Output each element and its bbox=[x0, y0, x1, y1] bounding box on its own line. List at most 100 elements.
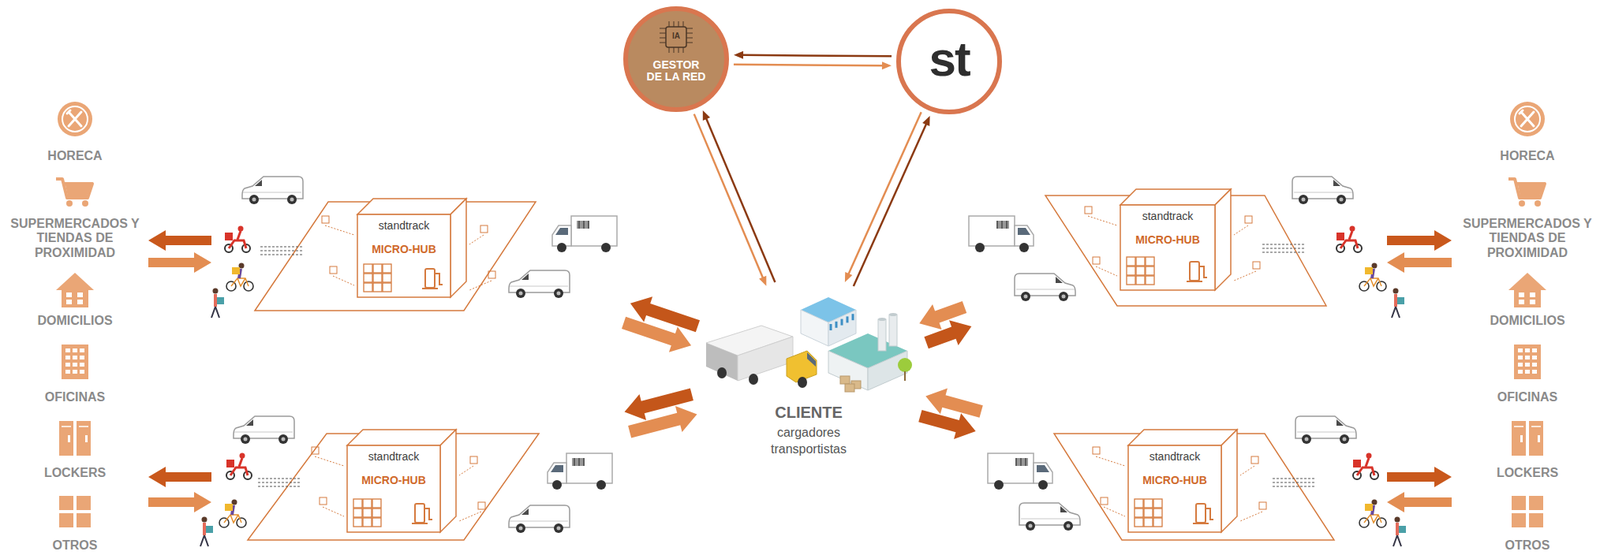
decor-shape bbox=[213, 288, 219, 295]
arrow-back bbox=[918, 410, 976, 440]
dock-lines bbox=[1272, 478, 1316, 487]
decor-shape bbox=[260, 250, 304, 251]
decor-shape bbox=[1084, 206, 1092, 214]
logo-text: st bbox=[895, 29, 1003, 89]
decor-shape bbox=[254, 179, 262, 187]
decor-shape bbox=[515, 288, 526, 299]
decor-shape bbox=[889, 313, 898, 317]
inbound-arrow bbox=[1386, 252, 1452, 273]
decor-shape bbox=[553, 523, 564, 534]
scooter-figure bbox=[226, 453, 252, 481]
decor-shape bbox=[583, 220, 585, 229]
decor-shape bbox=[1272, 485, 1316, 487]
decor-shape bbox=[76, 496, 91, 511]
arrow-back bbox=[630, 296, 700, 333]
decor-shape bbox=[578, 220, 580, 229]
bike-figure bbox=[219, 500, 247, 529]
chip-icon bbox=[659, 21, 693, 53]
category-label: DOMICILIOS bbox=[1456, 314, 1599, 329]
locker-grid bbox=[363, 264, 392, 292]
decor-shape bbox=[1153, 518, 1163, 528]
van-figure bbox=[1019, 503, 1081, 531]
decor-shape bbox=[659, 28, 666, 30]
decor-shape bbox=[678, 21, 680, 27]
decor-shape bbox=[1517, 355, 1523, 360]
decor-shape bbox=[1019, 242, 1029, 253]
decor-shape bbox=[1336, 232, 1345, 241]
decor-shape bbox=[382, 283, 392, 292]
decor-shape bbox=[1060, 506, 1068, 513]
decor-shape bbox=[1134, 499, 1144, 509]
decor-shape bbox=[243, 437, 248, 442]
decor-shape bbox=[56, 179, 93, 199]
decor-shape bbox=[424, 508, 433, 520]
decor-shape bbox=[1240, 512, 1263, 522]
decor-shape bbox=[459, 512, 482, 522]
decor-shape bbox=[353, 508, 363, 518]
decor-shape bbox=[1244, 216, 1253, 224]
decor-shape bbox=[372, 508, 382, 518]
decor-shape bbox=[678, 47, 680, 53]
decor-shape bbox=[1005, 220, 1008, 229]
decor-shape bbox=[1336, 419, 1344, 427]
decor-shape bbox=[65, 370, 71, 374]
scooter-figure bbox=[1336, 226, 1362, 254]
decor-shape bbox=[1511, 421, 1526, 457]
hub-title: MICRO-HUB bbox=[357, 242, 451, 257]
decor-shape bbox=[904, 371, 906, 382]
decor-shape bbox=[1008, 220, 1010, 229]
outbound-arrow bbox=[1386, 230, 1452, 251]
decor-shape bbox=[1511, 513, 1526, 528]
decor-shape bbox=[683, 47, 685, 53]
arrow-back bbox=[702, 110, 777, 284]
decor-shape bbox=[846, 316, 849, 323]
flow-connector bbox=[621, 296, 700, 352]
decor-shape bbox=[1028, 524, 1033, 529]
charging-pump bbox=[422, 269, 443, 289]
decor-shape bbox=[1525, 370, 1530, 374]
decor-shape bbox=[1532, 370, 1537, 374]
hub-title: MICRO-HUB bbox=[1120, 233, 1215, 247]
micro-hub: standtrackMICRO-HUB bbox=[213, 169, 624, 316]
decor-shape bbox=[1233, 271, 1257, 281]
decor-shape bbox=[230, 467, 248, 476]
decor-shape bbox=[1519, 110, 1534, 127]
decor-shape bbox=[1120, 189, 1231, 206]
decor-shape bbox=[800, 310, 829, 347]
decor-shape bbox=[257, 478, 302, 479]
decor-shape bbox=[998, 220, 1000, 229]
decor-shape bbox=[1514, 344, 1541, 380]
decor-shape bbox=[1020, 458, 1022, 467]
category-icons bbox=[56, 101, 1547, 528]
decor-shape bbox=[65, 355, 71, 360]
hub-title: MICRO-HUB bbox=[347, 474, 441, 488]
category-label: SUPERMERCADOS Y TIENDAS DE PROXIMIDAD bbox=[1456, 216, 1599, 261]
arrow-back bbox=[624, 388, 694, 421]
decor-shape bbox=[77, 292, 83, 298]
decor-shape bbox=[66, 299, 72, 305]
decor-shape bbox=[211, 306, 220, 318]
decor-shape bbox=[234, 432, 293, 434]
walker-figure bbox=[1391, 288, 1405, 319]
decor-shape bbox=[835, 321, 838, 329]
decor-shape bbox=[1366, 453, 1372, 460]
decor-shape bbox=[1518, 292, 1525, 298]
bike-figure bbox=[226, 263, 254, 292]
decor-shape bbox=[240, 434, 251, 445]
decor-shape bbox=[1055, 276, 1063, 284]
decor-shape bbox=[1259, 502, 1267, 510]
decor-shape bbox=[61, 288, 89, 308]
decor-shape bbox=[353, 518, 363, 528]
decor-shape bbox=[72, 370, 78, 374]
charging-pump bbox=[1186, 261, 1208, 282]
decor-shape bbox=[897, 358, 913, 373]
inbound-arrow bbox=[1386, 492, 1452, 513]
inbound-arrow bbox=[148, 252, 212, 273]
decor-shape bbox=[1336, 194, 1346, 205]
decor-shape bbox=[382, 273, 392, 283]
decor-shape bbox=[659, 42, 666, 44]
decor-shape bbox=[373, 273, 382, 283]
decor-shape bbox=[79, 348, 85, 353]
van-figure bbox=[508, 505, 570, 534]
van-figure bbox=[1292, 176, 1354, 205]
